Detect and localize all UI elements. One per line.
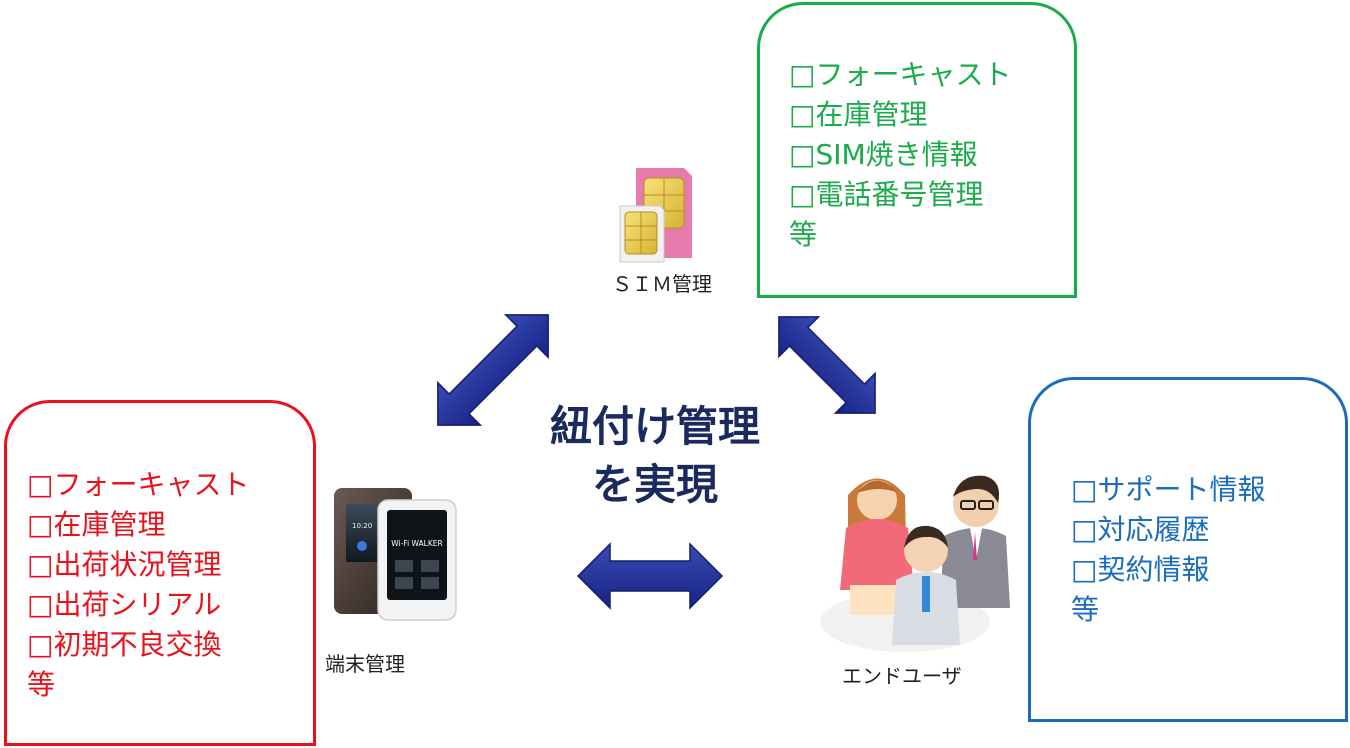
device-item-inventory: □在庫管理: [27, 508, 166, 541]
sim-item-inventory: □在庫管理: [789, 98, 928, 131]
end-users-icon: [820, 475, 1010, 652]
device-management-label: 端末管理: [325, 652, 405, 676]
arrow-device-user: [576, 542, 724, 610]
sim-card-icon: [619, 168, 692, 263]
end-user-label: エンドユーザ: [842, 664, 962, 688]
sim-info-box: □フォーキャスト □在庫管理 □SIM焼き情報 □電話番号管理 等: [757, 2, 1077, 298]
user-item-support: □サポート情報: [1071, 473, 1266, 506]
mobile-router-icon: 10:20 Wi-Fi WALKER: [334, 488, 457, 621]
device-item-initial-defect: □初期不良交換: [27, 628, 222, 661]
device-item-shipping-serial: □出荷シリアル: [27, 588, 222, 621]
device-info-box: □フォーキャスト □在庫管理 □出荷状況管理 □出荷シリアル □初期不良交換 等: [4, 400, 316, 746]
arrow-sim-user: [778, 316, 876, 414]
router-screen-text: Wi-Fi WALKER: [391, 539, 442, 548]
sim-item-forecast: □フォーキャスト: [789, 58, 1012, 91]
title-line-1: 紐付け管理: [549, 402, 760, 451]
user-item-contract: □契約情報: [1071, 553, 1210, 586]
linkage-management-title: 紐付け管理 を実現: [520, 398, 790, 514]
user-info-box: □サポート情報 □対応履歴 □契約情報 等: [1028, 377, 1348, 722]
device-item-etc: 等: [27, 668, 56, 701]
arrow-device-sim: [437, 314, 549, 426]
sim-item-phone-number: □電話番号管理: [789, 178, 984, 211]
device-item-forecast: □フォーキャスト: [27, 468, 250, 501]
svg-text:10:20: 10:20: [352, 522, 372, 530]
device-item-shipping-status: □出荷状況管理: [27, 548, 222, 581]
title-line-2: を実現: [591, 460, 718, 509]
user-item-history: □対応履歴: [1071, 513, 1210, 546]
sim-item-etc: 等: [789, 218, 818, 251]
sim-item-burn-info: □SIM焼き情報: [789, 138, 978, 171]
sim-management-label: ＳＩＭ管理: [612, 272, 712, 296]
user-item-etc: 等: [1071, 593, 1100, 626]
